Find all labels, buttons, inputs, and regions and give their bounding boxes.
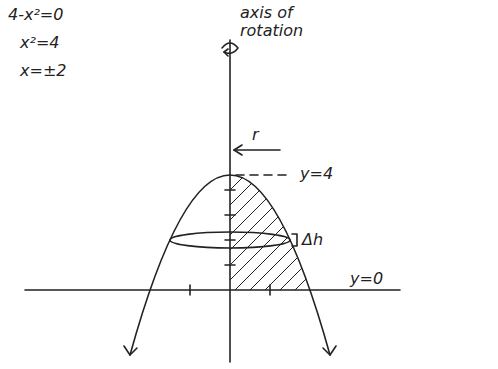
equation: x=±2 bbox=[20, 62, 66, 80]
height-label: Δh bbox=[302, 231, 323, 249]
arrowhead bbox=[323, 346, 336, 355]
equation: 4-x²=0 bbox=[8, 6, 63, 24]
rotation-arrowhead bbox=[224, 49, 228, 56]
axis-ticks bbox=[190, 285, 270, 295]
axis-label: axis of rotation bbox=[240, 4, 330, 41]
dashed-line bbox=[236, 174, 292, 176]
axis-ticks bbox=[225, 190, 235, 265]
line-label: y=0 bbox=[350, 270, 383, 288]
y-axis bbox=[229, 40, 231, 362]
parabola bbox=[130, 175, 330, 355]
hatching bbox=[220, 115, 350, 290]
equation: x²=4 bbox=[20, 34, 59, 52]
bracket bbox=[292, 234, 297, 246]
arrowhead bbox=[124, 346, 137, 355]
line-label: y=4 bbox=[300, 165, 333, 183]
radius-label: r bbox=[252, 126, 259, 144]
radius-arrow bbox=[234, 149, 280, 151]
arrowhead bbox=[234, 145, 242, 155]
x-axis bbox=[25, 289, 400, 291]
